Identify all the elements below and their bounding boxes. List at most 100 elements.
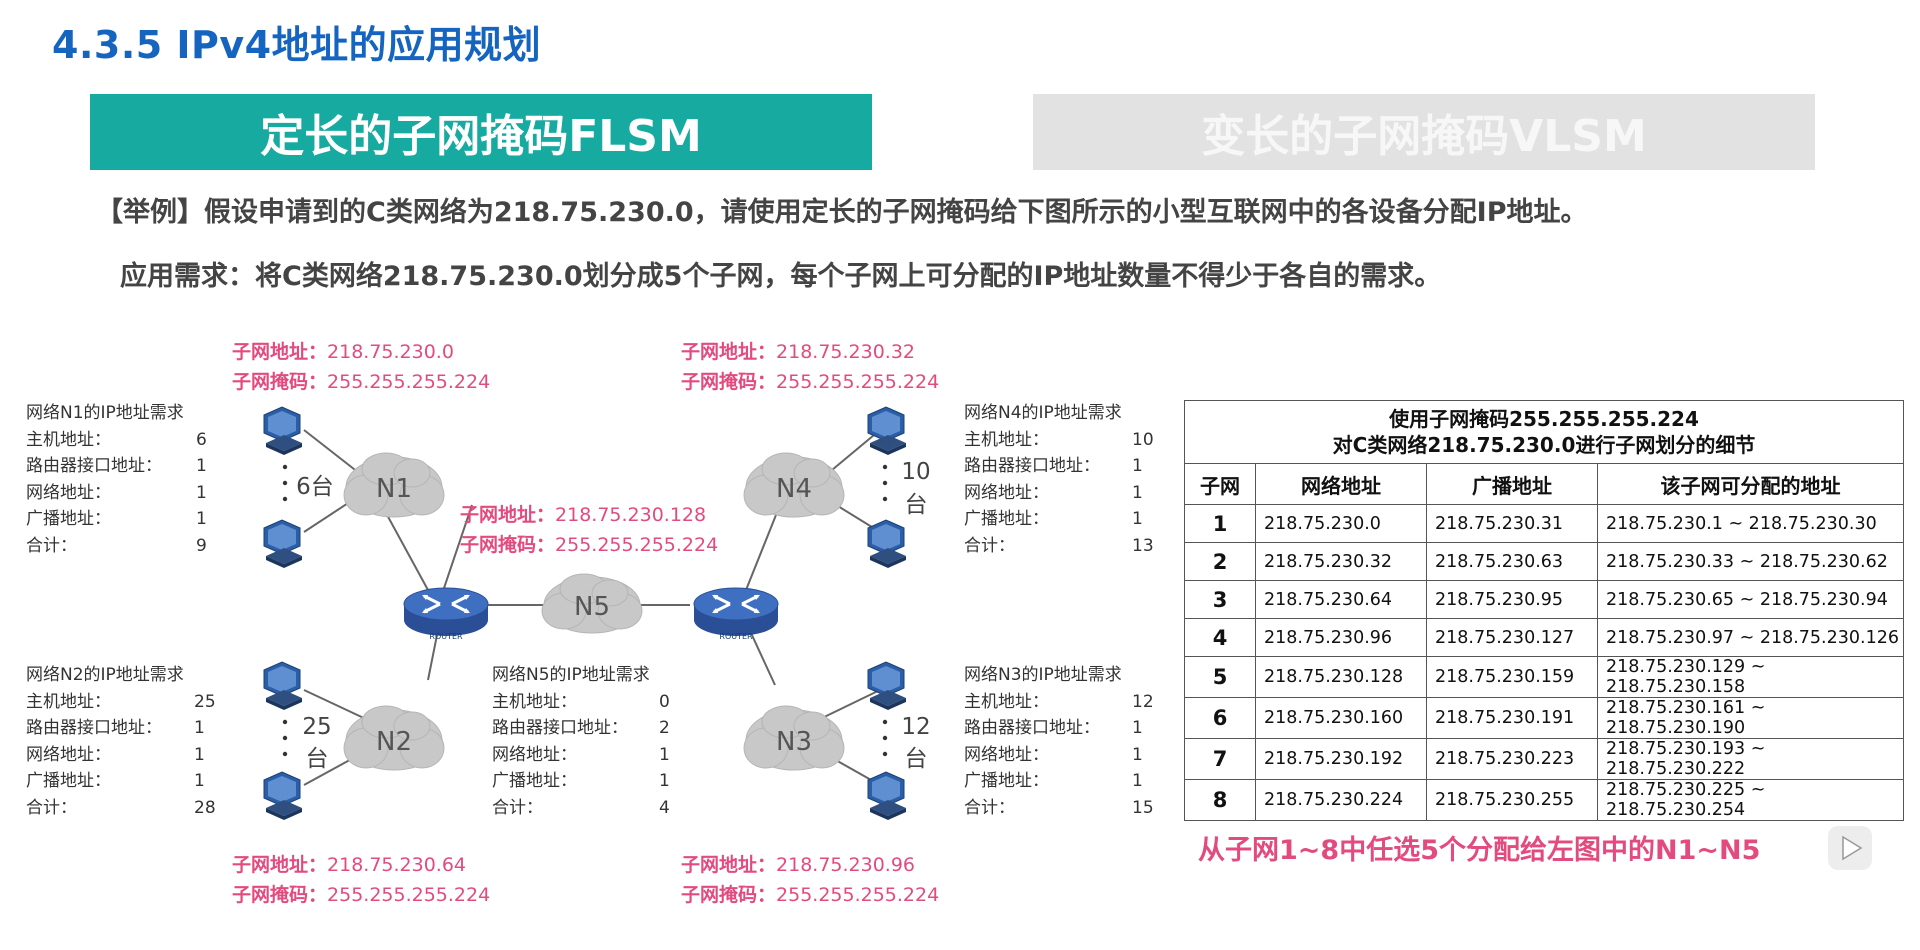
cell-range: 218.75.230.97 ~ 218.75.230.126 <box>1597 618 1904 657</box>
requirement-text: 应用需求：将C类网络218.75.230.0划分成5个子网，每个子网上可分配的I… <box>120 261 1442 292</box>
req-value: 1 <box>196 482 207 503</box>
requirements-title: 网络N5的IP地址需求 <box>492 665 650 685</box>
cell-network: 218.75.230.128 <box>1255 656 1427 698</box>
cloud-label-n2: N2 <box>376 727 412 757</box>
pc-icon <box>867 771 907 821</box>
host-count-n2-unit: 台 <box>306 746 329 772</box>
req-value: 28 <box>194 797 216 818</box>
cell-range: 218.75.230.1 ~ 218.75.230.30 <box>1597 504 1904 543</box>
req-label: 合计： <box>26 797 77 818</box>
req-label: 路由器接口地址： <box>26 718 162 738</box>
req-label: 广播地址： <box>26 771 111 791</box>
req-value: 6 <box>196 429 207 450</box>
table-caption-row: 使用子网掩码255.255.255.224 对C类网络218.75.230.0进… <box>1184 400 1904 464</box>
cell-range: 218.75.230.65 ~ 218.75.230.94 <box>1597 580 1904 619</box>
play-icon[interactable] <box>1828 826 1872 870</box>
req-value: 1 <box>1132 482 1143 503</box>
host-count-n2-num: 25 <box>302 714 331 740</box>
table-caption-line2: 对C类网络218.75.230.0进行子网划分的细节 <box>1332 433 1756 457</box>
req-value: 1 <box>194 718 205 738</box>
req-value: 13 <box>1132 535 1154 556</box>
host-count-n3-unit: 台 <box>905 746 928 772</box>
assignment-n4: 子网地址：218.75.230.32 子网掩码：255.255.255.224 <box>681 337 939 397</box>
requirements-n2: 网络N2的IP地址需求 主机地址：25 路由器接口地址：1 网络地址：1 广播地… <box>26 662 226 821</box>
subnet-mask-value: 255.255.255.224 <box>776 884 940 906</box>
cell-subnet: 8 <box>1184 779 1256 821</box>
pc-icon <box>867 406 907 456</box>
requirements-title: 网络N4的IP地址需求 <box>964 403 1122 423</box>
req-value: 1 <box>659 744 670 765</box>
req-value: 1 <box>194 744 205 765</box>
cloud-n1 <box>343 452 445 518</box>
cloud-n3 <box>743 705 845 771</box>
requirements-n3: 网络N3的IP地址需求 主机地址：12 路由器接口地址：1 网络地址：1 广播地… <box>964 662 1164 821</box>
req-value: 1 <box>194 771 205 791</box>
req-label: 主机地址： <box>964 691 1049 712</box>
subnet-address-value: 218.75.230.64 <box>327 854 467 876</box>
subnet-address-value: 218.75.230.0 <box>327 341 454 363</box>
router-right-label: ROUTER <box>719 632 753 641</box>
req-label: 网络地址： <box>26 482 111 503</box>
section-title: 4.3.5 IPv4地址的应用规划 <box>52 23 542 67</box>
subnet-address-label: 子网地址： <box>232 854 328 876</box>
req-value: 1 <box>1132 771 1143 791</box>
subnet-address-value: 218.75.230.128 <box>555 504 707 526</box>
cell-broadcast: 218.75.230.191 <box>1426 697 1598 739</box>
cell-network: 218.75.230.64 <box>1255 580 1427 619</box>
req-label: 网络地址： <box>964 482 1049 503</box>
table-caption: 使用子网掩码255.255.255.224 对C类网络218.75.230.0进… <box>1184 400 1904 464</box>
cloud-n2 <box>343 705 445 771</box>
cell-subnet: 1 <box>1184 504 1256 543</box>
req-value: 1 <box>196 456 207 476</box>
cell-network: 218.75.230.96 <box>1255 618 1427 657</box>
requirements-n4: 网络N4的IP地址需求 主机地址：10 路由器接口地址：1 网络地址：1 广播地… <box>964 400 1164 559</box>
assignment-n5: 子网地址：218.75.230.128 子网掩码：255.255.255.224 <box>460 500 718 560</box>
subnet-mask-value: 255.255.255.224 <box>327 371 491 393</box>
pc-icon <box>263 771 303 821</box>
req-value: 2 <box>659 718 670 738</box>
req-label: 网络地址： <box>492 744 577 765</box>
cell-network: 218.75.230.32 <box>1255 542 1427 581</box>
table-caption-line1: 使用子网掩码255.255.255.224 <box>1389 407 1699 431</box>
subnet-address-value: 218.75.230.96 <box>776 854 916 876</box>
req-value: 1 <box>1132 718 1143 738</box>
req-label: 路由器接口地址： <box>964 456 1100 476</box>
subnet-address-label: 子网地址： <box>232 341 328 363</box>
router-left-icon <box>402 586 490 638</box>
req-label: 路由器接口地址： <box>964 718 1100 738</box>
cell-network: 218.75.230.224 <box>1255 779 1427 821</box>
header-network-address: 网络地址 <box>1255 463 1427 505</box>
tab-vlsm[interactable]: 变长的子网掩码VLSM <box>1033 94 1815 170</box>
assignment-n1: 子网地址：218.75.230.0 子网掩码：255.255.255.224 <box>232 337 490 397</box>
cell-subnet: 5 <box>1184 656 1256 698</box>
req-label: 路由器接口地址： <box>26 456 162 476</box>
subnet-address-label: 子网地址： <box>681 341 777 363</box>
subnet-address-value: 218.75.230.32 <box>776 341 916 363</box>
req-value: 10 <box>1132 429 1154 450</box>
subnet-address-label: 子网地址： <box>681 854 777 876</box>
host-count-n4-num: 10 <box>901 459 930 485</box>
cloud-label-n5: N5 <box>574 592 610 622</box>
subnet-mask-label: 子网掩码： <box>460 534 556 556</box>
req-value: 12 <box>1132 691 1154 712</box>
cloud-n5 <box>541 573 643 634</box>
req-label: 广播地址： <box>964 509 1049 529</box>
cloud-n4 <box>743 452 845 518</box>
subnet-address-label: 子网地址： <box>460 504 556 526</box>
cell-range: 218.75.230.161 ~ 218.75.230.190 <box>1597 697 1904 739</box>
tab-flsm[interactable]: 定长的子网掩码FLSM <box>90 94 872 170</box>
cloud-label-n3: N3 <box>776 727 812 757</box>
host-count-n4-unit: 台 <box>905 492 928 518</box>
cell-broadcast: 218.75.230.159 <box>1426 656 1598 698</box>
req-label: 合计： <box>492 797 543 818</box>
header-subnet: 子网 <box>1184 463 1256 505</box>
host-count-n3-num: 12 <box>901 714 930 740</box>
req-label: 广播地址： <box>964 771 1049 791</box>
